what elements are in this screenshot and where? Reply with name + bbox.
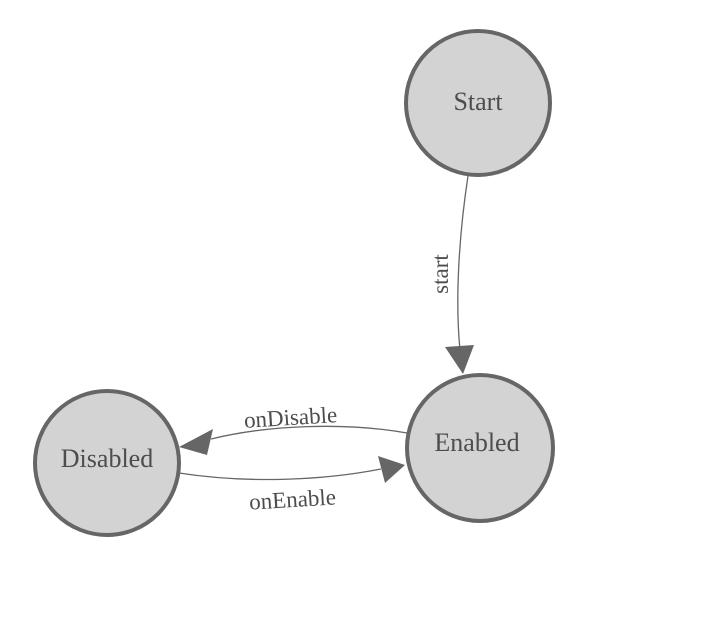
edge-enabled-to-disabled: onDisable (179, 402, 408, 455)
edge-label-start: start (428, 254, 453, 294)
state-label-enabled: Enabled (434, 428, 519, 457)
state-circle-disabled[interactable] (33, 389, 181, 537)
node-disabled[interactable]: Disabled (33, 389, 181, 537)
edge-start-to-enabled: start (428, 175, 474, 374)
arrowhead-right-icon (378, 456, 405, 483)
edge-line-ondisable (210, 425, 408, 440)
edge-label-onenable: onEnable (248, 484, 336, 514)
arrowhead-down-icon (445, 345, 474, 374)
edge-line-start (457, 175, 469, 351)
edge-label-ondisable: onDisable (243, 402, 338, 433)
arrowhead-left-icon (179, 429, 213, 455)
node-start[interactable]: Start (404, 29, 552, 177)
state-circle-start[interactable] (404, 29, 552, 177)
edge-line-onenable (178, 468, 382, 481)
state-label-disabled: Disabled (61, 444, 153, 473)
node-enabled[interactable]: Enabled (405, 373, 555, 523)
state-label-start: Start (453, 87, 503, 116)
state-circle-enabled[interactable] (405, 373, 555, 523)
edge-disabled-to-enabled: onEnable (178, 456, 405, 515)
